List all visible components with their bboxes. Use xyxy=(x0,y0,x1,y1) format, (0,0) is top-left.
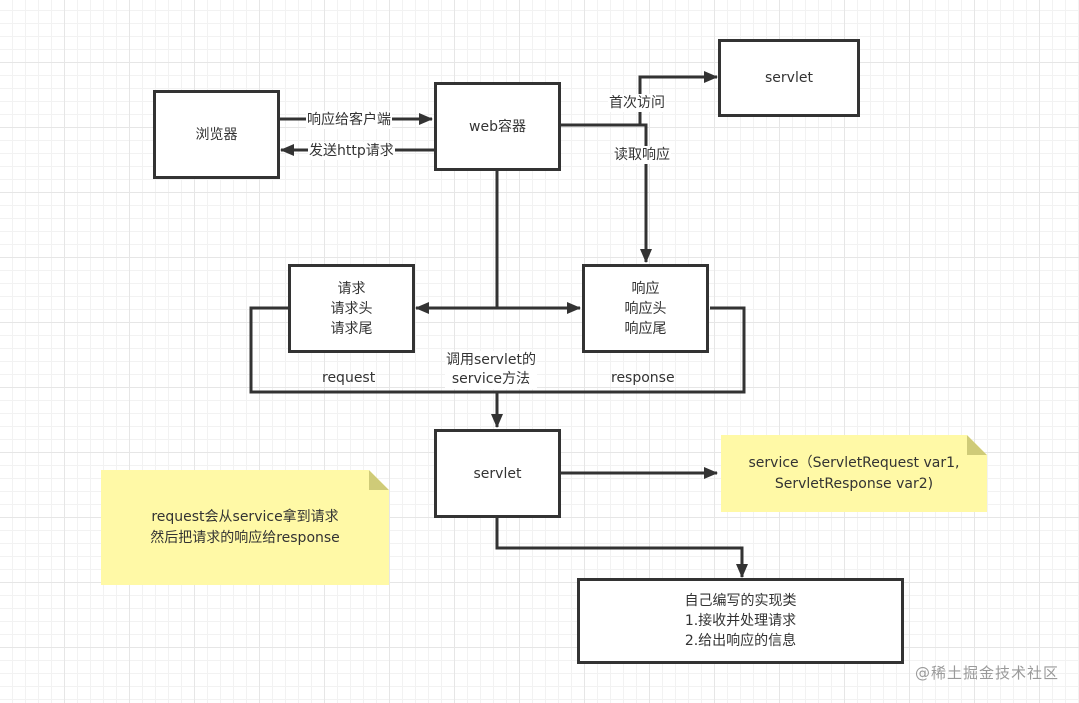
servlet-top-node: servlet xyxy=(718,39,860,117)
watermark: @稀土掘金技术社区 xyxy=(914,664,1059,682)
edge-to-impl-class xyxy=(495,518,748,578)
note-service-signature: service（ServletRequest var1, ServletResp… xyxy=(721,435,987,512)
web-container-node: web容器 xyxy=(434,82,561,171)
note-request-explanation-text: request会从service拿到请求 然后把请求的响应给response xyxy=(150,508,340,546)
response-node: 响应 响应头 响应尾 xyxy=(582,264,709,353)
label-send-http-request: 发送http请求 xyxy=(308,142,395,160)
edge-read-response xyxy=(560,123,652,263)
label-read-response: 读取响应 xyxy=(613,146,671,164)
label-request: request xyxy=(322,370,376,386)
label-first-access: 首次访问 xyxy=(608,94,666,112)
label-call-service: 调用servlet的 service方法 xyxy=(445,351,537,389)
servlet-main-node: servlet xyxy=(434,429,561,518)
note-request-explanation: request会从service拿到请求 然后把请求的响应给response xyxy=(101,470,389,585)
request-node: 请求 请求头 请求尾 xyxy=(288,264,415,353)
browser-node: 浏览器 xyxy=(153,90,280,179)
label-respond-to-client: 响应给客户端 xyxy=(306,111,392,129)
note-service-signature-text: service（ServletRequest var1, ServletResp… xyxy=(748,454,960,492)
impl-class-node: 自己编写的实现类 1.接收并处理请求 2.给出响应的信息 xyxy=(577,578,904,664)
label-response: response xyxy=(611,370,675,386)
